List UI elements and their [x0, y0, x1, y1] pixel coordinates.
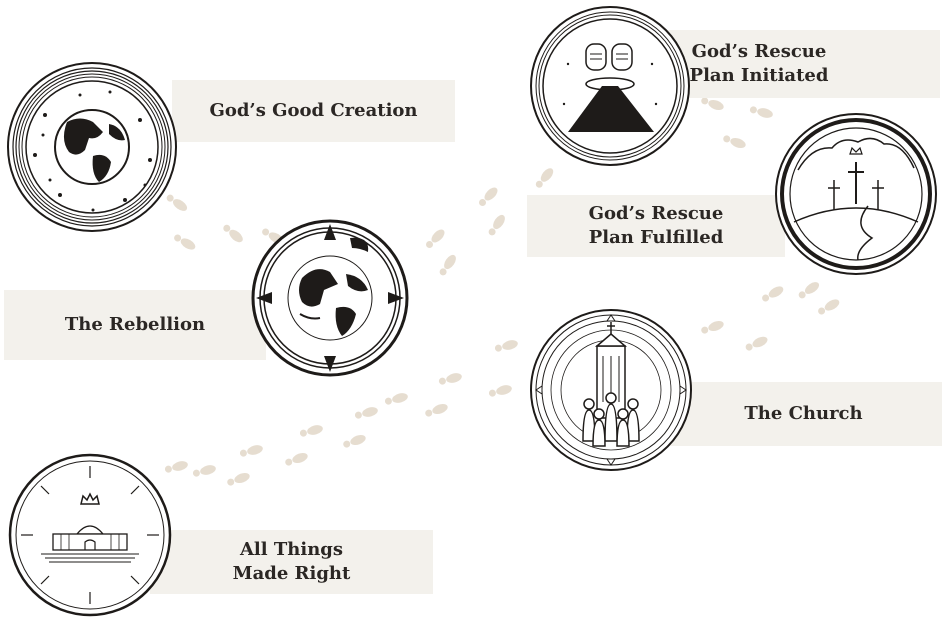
footprint [343, 434, 366, 448]
footprint [438, 373, 462, 385]
footprint [798, 282, 820, 299]
footprint [479, 187, 498, 206]
footprint [285, 452, 308, 466]
footprint [535, 168, 554, 188]
stage-label-church: The Church [665, 382, 942, 446]
broken-globe-icon [251, 219, 409, 377]
footprint [174, 234, 196, 250]
footprint [494, 340, 518, 352]
stage-label-rescue-fulfilled: God’s Rescue Plan Fulfilled [527, 195, 785, 257]
footprint [701, 320, 724, 334]
footprint [745, 336, 768, 351]
footprint [227, 472, 250, 486]
footprint [223, 224, 243, 243]
globe-icon [7, 62, 177, 232]
stage-label-rebellion: The Rebellion [4, 290, 266, 360]
footprint [723, 135, 746, 149]
footprint [762, 286, 784, 302]
footprint [166, 194, 188, 211]
footprint [749, 106, 773, 118]
footprint [239, 445, 263, 457]
stage-label-creation: God’s Good Creation [172, 80, 455, 142]
crosses-hill-icon [775, 113, 937, 275]
footprint [299, 425, 323, 437]
stage-label-all-things-right: All Things Made Right [150, 530, 433, 594]
footprint [426, 229, 445, 248]
new-city-crown-icon [8, 453, 172, 617]
rebellion-globe-emblem [250, 218, 410, 378]
footprint [439, 254, 456, 276]
footprint [488, 214, 505, 236]
rescue-initiated-emblem [528, 4, 692, 168]
footprint [164, 461, 188, 473]
creation-globe-emblem [5, 60, 179, 234]
church-emblem [527, 306, 695, 474]
footprint [701, 97, 724, 111]
footprint [818, 299, 840, 315]
footprint [192, 465, 216, 477]
footprint [384, 393, 408, 405]
rescue-fulfilled-emblem [772, 110, 940, 278]
all-things-right-emblem [7, 452, 173, 618]
footprint [488, 385, 512, 397]
mountain-tablets-icon [530, 6, 690, 166]
footprint [354, 407, 378, 419]
footprint [425, 403, 448, 417]
church-people-icon [530, 309, 692, 471]
